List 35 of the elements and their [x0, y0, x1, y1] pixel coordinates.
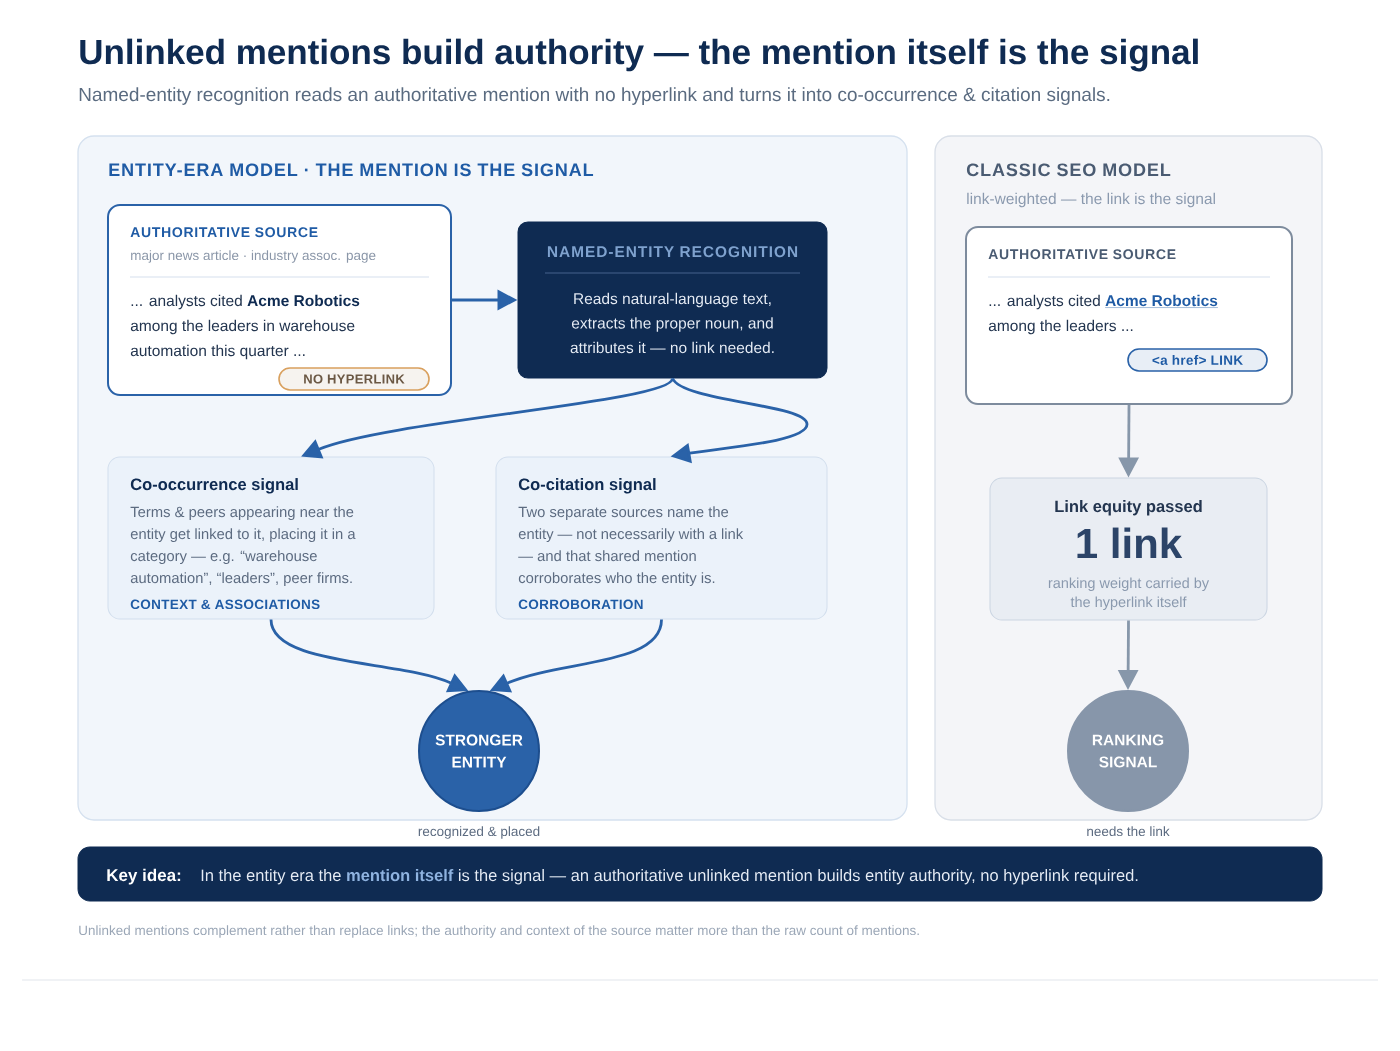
badge: <a href> LINK [1127, 348, 1268, 372]
key-idea-band [77, 846, 1323, 902]
panel-heading: ENTITY-ERA MODEL · THE MENTION IS THE SIGNAL [109, 163, 594, 177]
process-box [517, 221, 828, 379]
band-text: In the entity era the mention itself is the signal — an authoritative unlinked mention builds entity authority, no hyperlink required. [201, 869, 1138, 885]
quote-text: ... analysts cited Acme Robotics among the leaders ... [988, 294, 1219, 335]
source-card [107, 204, 452, 396]
box-text: Reads natural-language text, extracts the proper noun, and attributes it — no link needed. [570, 292, 774, 354]
panel-heading: CLASSIC SEO MODEL [966, 163, 1171, 177]
panel-subtitle: link-weighted — the link is the signal [967, 192, 1215, 208]
card-subtitle: major news article · industry assoc. page [131, 250, 376, 263]
subtitle: Named-entity recognition reads an authoritative mention with no hyperlink and turns it into co-occurrence & citation signals. [79, 87, 1110, 105]
box-heading: NAMED-ENTITY RECOGNITION [547, 246, 798, 258]
tag-label: CORROBORATION [518, 599, 643, 610]
metric-box [989, 477, 1268, 621]
footnote: Unlinked mentions complement rather than replace links; the authority and context of the source matter more than the raw count of mentions. [79, 925, 919, 938]
card-heading: Co-citation signal [518, 478, 656, 494]
metric-caption: ranking weight carried by the hyperlink itself [1048, 577, 1210, 610]
metric-value: 1 link [1077, 527, 1183, 558]
card-heading: AUTHORITATIVE SOURCE [988, 249, 1176, 260]
source-card [965, 226, 1293, 405]
tag-label: CONTEXT & ASSOCIATIONS [130, 599, 320, 610]
signal-card [495, 456, 828, 620]
card-heading: Co-occurrence signal [130, 478, 298, 494]
band-heading: Key idea: [107, 868, 181, 885]
card-heading: AUTHORITATIVE SOURCE [130, 227, 318, 238]
card-text: Two separate sources name the entity — not necessarily with a link — and that shared mention corroborates who the entity is. [518, 506, 744, 587]
title: Unlinked mentions build authority — the mention itself is the signal [80, 38, 1198, 72]
circle-caption: recognized & placed [418, 826, 540, 839]
quote-text: ... analysts cited Acme Robotics among the leaders in warehouse automation this quarter ... [130, 294, 360, 360]
badge: NO HYPERLINK [278, 367, 430, 391]
metric-heading: Link equity passed [1055, 500, 1202, 516]
circle-caption: needs the link [1087, 826, 1170, 837]
signal-card [107, 456, 435, 620]
card-text: Terms & peers appearing near the entity get linked to it, placing it in a category — e.g. “warehouse automation”, “leaders”, peer firms. [130, 506, 356, 587]
